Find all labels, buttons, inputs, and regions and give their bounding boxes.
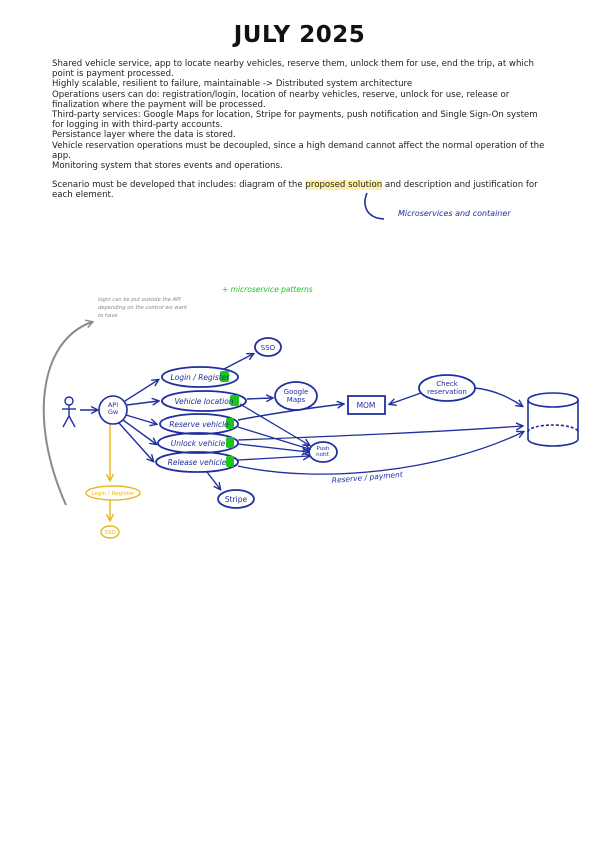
paragraph: Highly scalable, resilient to failure, m…: [52, 79, 413, 90]
paragraph: Operations users can do: registration/lo…: [52, 89, 510, 110]
sso-outside-label: SSO: [104, 530, 116, 536]
scenario-text-end: and description and justification for ea…: [52, 180, 538, 201]
api-to-unlock-arrow: [122, 419, 156, 444]
api-to-reserve-arrow: [125, 414, 156, 424]
login-to-sso-arrow: [223, 354, 253, 370]
api-to-location-arrow: [126, 401, 158, 405]
database-icon: [527, 392, 579, 447]
requirements-text: Shared vehicle service, app to locate ne…: [52, 59, 548, 201]
release-to-stripe-arrow: [206, 471, 220, 489]
login-outside-label: Login / Register: [92, 491, 136, 497]
release-service-label: Release vehicle: [168, 458, 227, 467]
mom-node: [347, 395, 386, 415]
api-to-login-arrow: [124, 380, 158, 402]
highlighted-text: proposed solution: [305, 180, 383, 191]
api-to-release-arrow: [118, 422, 153, 461]
unlock-to-push-arrow: [237, 443, 308, 452]
paragraph: Third-party services: Google Maps for lo…: [52, 110, 538, 131]
release-service-node: [155, 451, 239, 473]
green-markers: [220, 371, 239, 467]
paragraph: Shared vehicle service, app to locate ne…: [52, 59, 534, 80]
reserve-service-label: Reserve vehicle: [169, 420, 229, 429]
paragraph: Vehicle reservation operations must be d…: [52, 140, 545, 161]
login-outside-node: [85, 485, 141, 501]
location-service-node: [161, 390, 247, 412]
login-note: login can be put outside the API dependi…: [98, 297, 189, 319]
sso-node: [254, 337, 282, 357]
login-service-node: [161, 366, 239, 388]
stripe-label: Stripe: [225, 495, 248, 504]
location-service-label: Vehicle location: [174, 397, 233, 406]
user-icon: [62, 396, 76, 428]
unlock-to-db-arrow: [237, 426, 522, 441]
reserve-payment-label: Reserve / payment: [331, 470, 404, 485]
reserve-service-node: [159, 413, 239, 435]
sso-label: SSO: [261, 344, 276, 352]
login-service-label: Login / Register: [171, 373, 231, 382]
patterns-note: + microservice patterns: [222, 285, 313, 294]
stripe-node: [217, 489, 255, 509]
api-gateway-node: [98, 395, 128, 425]
check-to-mom-arrow: [390, 392, 422, 404]
annotation-arrow: [364, 192, 385, 220]
release-to-push-arrow: [237, 456, 309, 461]
unlock-service-label: Unlock vehicle: [171, 439, 226, 448]
scenario-text: Scenario must be developed that includes…: [52, 180, 306, 191]
location-to-maps-arrow: [246, 398, 272, 399]
unlock-service-node: [157, 432, 239, 454]
scenario-paragraph: Scenario must be developed that includes…: [52, 180, 548, 200]
mom-label: MOM: [357, 401, 376, 410]
paragraph: Monitoring system that stores events and…: [52, 161, 283, 172]
grey-curve-arrow: [42, 322, 92, 506]
release-to-db-arrow: [237, 432, 523, 475]
sso-outside-node: [100, 525, 120, 539]
reserve-to-mom-arrow: [237, 404, 343, 421]
microservices-note: Microservices and container: [398, 209, 511, 218]
check-to-db-arrow: [474, 387, 522, 406]
page-title: JULY 2025: [233, 22, 366, 48]
paragraph: Persistance layer where the data is stor…: [52, 130, 236, 141]
